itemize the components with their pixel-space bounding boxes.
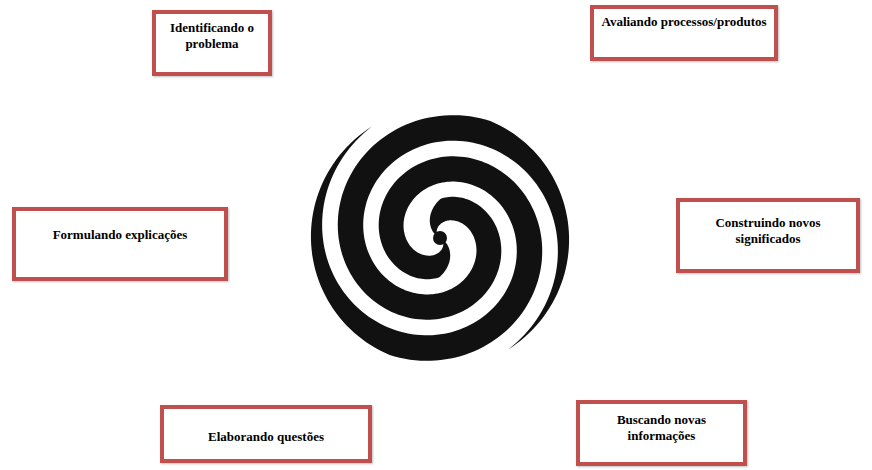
step-label: Buscando novas informações [586, 412, 737, 444]
step-box: Avaliando processos/produtos [590, 5, 778, 61]
spiral [311, 115, 569, 361]
spiral-arm [338, 115, 569, 349]
step-label: Formulando explicações [22, 227, 218, 243]
spiral-core [433, 231, 447, 245]
step-label: Identificando o problema [162, 20, 262, 52]
step-label: Construindo novos significados [686, 215, 850, 247]
step-box: Formulando explicações [12, 207, 228, 281]
step-label: Avaliando processos/produtos [600, 14, 768, 30]
step-box: Elaborando questões [160, 405, 372, 463]
step-label: Elaborando questões [170, 429, 362, 445]
step-box: Buscando novas informações [576, 400, 747, 466]
step-box: Construindo novos significados [676, 198, 860, 273]
step-box: Identificando o problema [152, 10, 272, 76]
